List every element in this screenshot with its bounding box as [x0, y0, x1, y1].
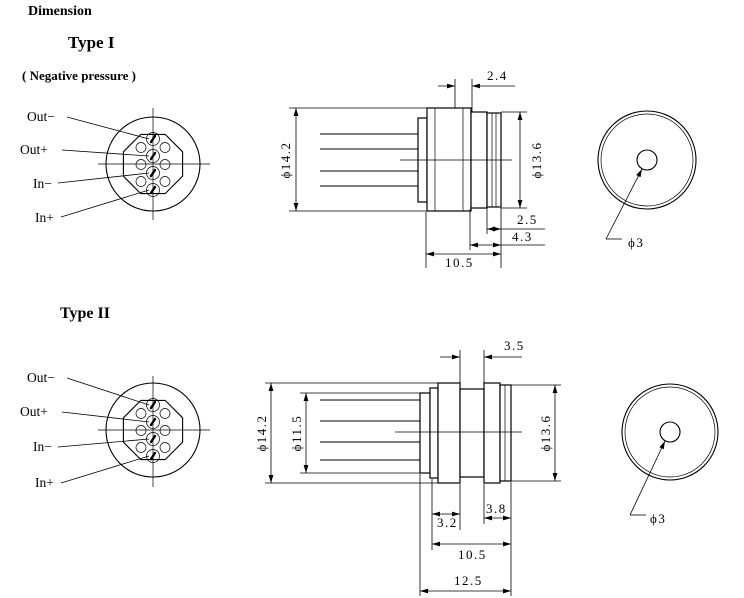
label-outer-diameter: ϕ14.2 — [254, 414, 269, 451]
insulator-lobe — [159, 176, 171, 187]
front-inner-outline — [600, 113, 694, 207]
label-flange-width: 2.4 — [487, 68, 508, 83]
insulator-lobe — [159, 159, 171, 170]
pressure-port-head — [499, 384, 512, 482]
label-total-length: 12.5 — [454, 573, 483, 588]
type-2-title: Type II — [60, 305, 110, 322]
insulator-lobe — [159, 142, 171, 153]
pin-leader — [57, 438, 150, 448]
insulator-lobe — [135, 159, 147, 170]
pin-label-in-plus: In+ — [35, 210, 54, 225]
type-1-front-view: ϕ3 — [597, 110, 697, 250]
type-2-pin-view: Out− Out+ In− In+ — [20, 370, 210, 490]
pin-label-in-minus: In− — [33, 439, 52, 454]
label-groove-width: 3.5 — [504, 338, 525, 353]
pin-label-out-minus: Out− — [27, 109, 55, 124]
pin-socket — [146, 449, 160, 463]
label-front-diameter: ϕ13.6 — [538, 414, 553, 451]
label-rear-flange: 3.2 — [437, 515, 458, 530]
pressure-port-hole — [659, 421, 681, 443]
pin-out-plus — [149, 417, 157, 427]
front-inner-outline — [624, 386, 716, 478]
type-1-subtitle: ( Negative pressure ) — [22, 68, 136, 83]
pin-label-in-minus: In− — [33, 176, 52, 191]
insulator-lobe — [135, 425, 147, 436]
rear-step — [419, 392, 431, 474]
pin-leader — [57, 172, 150, 184]
pin-leader — [66, 116, 150, 140]
pin-leader — [60, 189, 150, 218]
insulator-lobe — [159, 425, 171, 436]
insulator-lobe — [159, 442, 171, 453]
pin-in-minus — [149, 168, 157, 178]
port-leader — [629, 440, 666, 516]
label-front-step: 3.8 — [486, 501, 507, 516]
pressure-port-hole — [636, 149, 658, 171]
o-ring-groove — [459, 388, 485, 478]
pin-leader — [61, 411, 150, 423]
front-outline — [597, 110, 697, 210]
pin-leader — [61, 149, 150, 157]
pin-out-plus — [149, 151, 157, 161]
label-body-length: 10.5 — [445, 255, 474, 270]
rear-collar — [429, 387, 439, 479]
insulator-lobe — [159, 408, 171, 419]
pin-label-out-minus: Out− — [27, 370, 55, 385]
main-flange — [426, 107, 472, 212]
port-leader — [605, 168, 643, 240]
pin-in-plus — [149, 451, 157, 461]
label-rear-diameter: ϕ11.5 — [289, 415, 304, 452]
main-flange — [437, 382, 461, 484]
pin-socket — [146, 398, 160, 412]
type-1-side-view: ϕ14.2 2.4 ϕ13.6 2.5 4.3 10.5 — [278, 68, 545, 270]
pin-label-out-plus: Out+ — [20, 142, 48, 157]
label-port-diameter: ϕ3 — [650, 511, 666, 526]
pin-label-in-plus: In+ — [35, 475, 54, 490]
insulator-lobe — [135, 176, 147, 187]
section-heading: Dimension — [28, 4, 92, 19]
pin-socket — [146, 183, 160, 197]
label-body-length: 10.5 — [458, 547, 487, 562]
front-flange — [483, 382, 501, 484]
type-1-title: Type I — [68, 33, 115, 52]
insulator-lobe — [135, 408, 147, 419]
insulator-lobe — [135, 442, 147, 453]
pin-in-plus — [149, 185, 157, 195]
label-front-step: 2.5 — [517, 212, 538, 227]
type-2-side-view: ϕ14.2 ϕ11.5 3.5 ϕ13.6 3.2 3.8 10.5 12.5 — [254, 338, 561, 596]
label-front-diameter: ϕ13.6 — [529, 141, 544, 178]
pin-out-minus — [149, 400, 157, 410]
front-outline — [621, 383, 719, 481]
pin-in-minus — [149, 434, 157, 444]
label-outer-diameter: ϕ14.2 — [278, 141, 293, 178]
insulator-lobe — [135, 142, 147, 153]
pin-out-minus — [149, 134, 157, 144]
label-front-length: 4.3 — [512, 229, 533, 244]
label-port-diameter: ϕ3 — [628, 235, 644, 250]
pin-label-out-plus: Out+ — [20, 404, 48, 419]
octagon-housing — [122, 399, 184, 461]
pin-leader — [60, 455, 150, 484]
pin-socket — [146, 132, 160, 146]
type-2-front-view: ϕ3 — [621, 383, 719, 526]
type-1-pin-view: Out− Out+ In− In+ — [20, 108, 210, 225]
pin-leader — [66, 377, 150, 406]
